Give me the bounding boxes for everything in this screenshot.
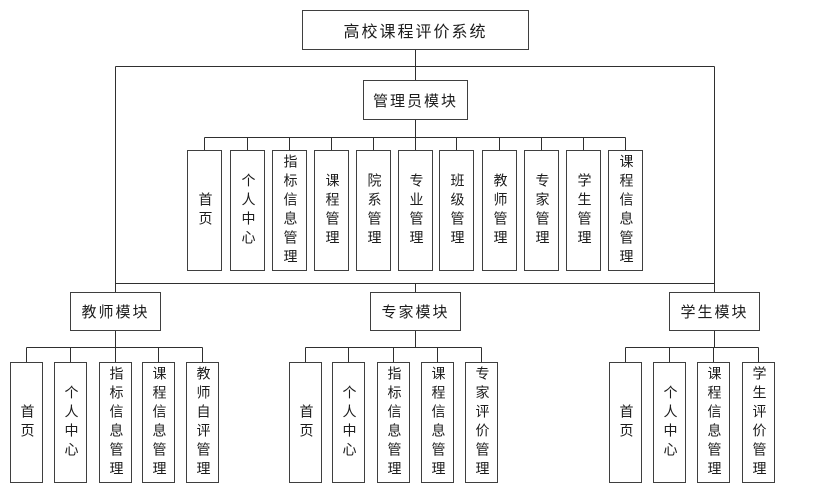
teacher-child-3: 指标信息管理 bbox=[99, 362, 132, 483]
expert-child-4: 课程信息管理 bbox=[421, 362, 454, 483]
node-expert-module: 专家模块 bbox=[370, 292, 461, 331]
node-teacher-module: 教师模块 bbox=[70, 292, 161, 331]
expert-child-3: 指标信息管理 bbox=[377, 362, 410, 483]
expert-child-1: 首页 bbox=[289, 362, 322, 483]
admin-child-5: 院系管理 bbox=[356, 150, 391, 271]
student-child-2: 个人中心 bbox=[653, 362, 686, 483]
teacher-child-4: 课程信息管理 bbox=[142, 362, 175, 483]
node-admin-module: 管理员模块 bbox=[363, 80, 468, 120]
student-child-3: 课程信息管理 bbox=[697, 362, 730, 483]
teacher-child-2: 个人中心 bbox=[54, 362, 87, 483]
admin-child-4: 课程管理 bbox=[314, 150, 349, 271]
expert-child-5: 专家评价管理 bbox=[465, 362, 498, 483]
admin-child-1: 首页 bbox=[187, 150, 222, 271]
admin-child-3: 指标信息管理 bbox=[272, 150, 307, 271]
admin-child-9: 专家管理 bbox=[524, 150, 559, 271]
expert-child-2: 个人中心 bbox=[332, 362, 365, 483]
admin-child-10: 学生管理 bbox=[566, 150, 601, 271]
admin-child-6: 专业管理 bbox=[398, 150, 433, 271]
admin-child-7: 班级管理 bbox=[439, 150, 474, 271]
node-root: 高校课程评价系统 bbox=[302, 10, 529, 50]
admin-child-11: 课程信息管理 bbox=[608, 150, 643, 271]
teacher-child-5: 教师自评管理 bbox=[186, 362, 219, 483]
student-child-4: 学生评价管理 bbox=[742, 362, 775, 483]
teacher-child-1: 首页 bbox=[10, 362, 43, 483]
node-student-module: 学生模块 bbox=[669, 292, 760, 331]
admin-child-2: 个人中心 bbox=[230, 150, 265, 271]
admin-child-8: 教师管理 bbox=[482, 150, 517, 271]
student-child-1: 首页 bbox=[609, 362, 642, 483]
